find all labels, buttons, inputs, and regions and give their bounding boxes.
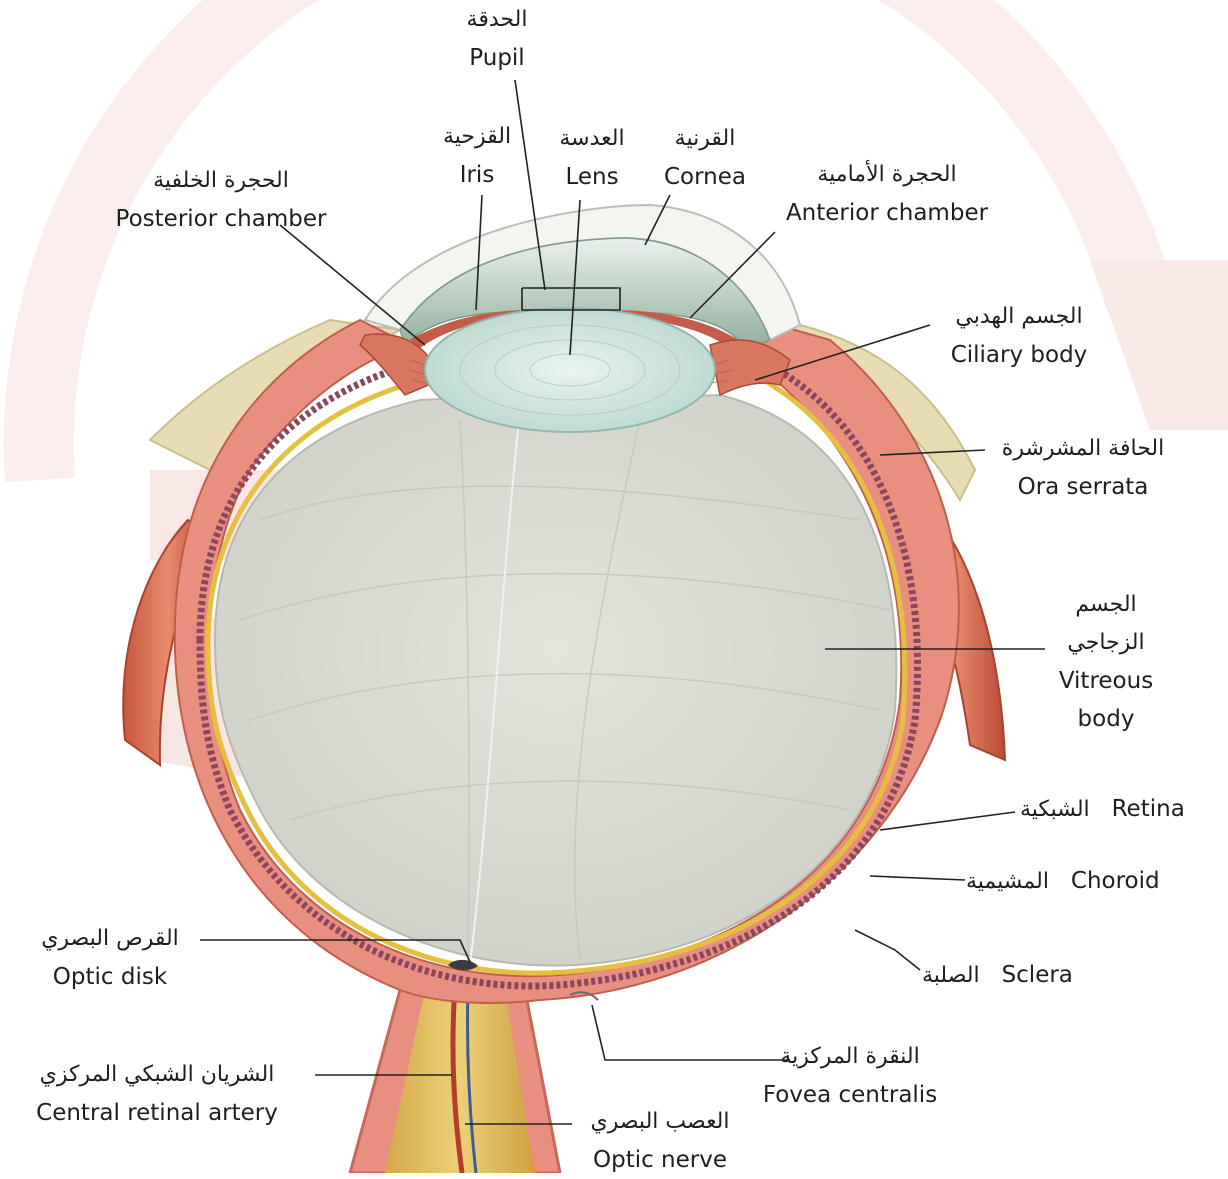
label-central-retinal-artery-ar: الشريان الشبكي المركزي [36, 1056, 278, 1094]
label-iris-en: Iris [443, 156, 511, 194]
label-vitreous-body-ar1: الجسم [1059, 586, 1153, 624]
label-iris-ar: القزحية [443, 118, 511, 156]
label-posterior-chamber-en: Posterior chamber [116, 200, 327, 238]
label-ora-serrata-en: Ora serrata [1002, 468, 1164, 506]
label-sclera-en: Sclera [1002, 962, 1073, 988]
label-choroid: المشيمية Choroid [966, 862, 1160, 901]
label-anterior-chamber-ar: الحجرة الأمامية [786, 156, 988, 194]
label-vitreous-body-en2: body [1059, 700, 1153, 738]
label-retina: الشبكية Retina [1020, 790, 1185, 829]
label-ora-serrata-ar: الحافة المشرشرة [1002, 430, 1164, 468]
label-pupil-en: Pupil [467, 39, 528, 77]
label-optic-disk-en: Optic disk [41, 958, 179, 996]
vitreous-body-shape [215, 395, 896, 966]
lens-shape [425, 308, 715, 432]
label-choroid-en: Choroid [1071, 868, 1160, 894]
label-cornea: القرنية Cornea [664, 120, 746, 196]
label-choroid-ar: المشيمية [966, 869, 1049, 894]
label-sclera: الصلبة Sclera [922, 956, 1073, 995]
label-cornea-en: Cornea [664, 158, 746, 196]
label-fovea-centralis-ar: النقرة المركزية [763, 1038, 937, 1076]
label-lens-ar: العدسة [559, 120, 624, 158]
label-retina-en: Retina [1112, 796, 1185, 822]
label-posterior-chamber-ar: الحجرة الخلفية [116, 162, 327, 200]
label-ora-serrata: الحافة المشرشرة Ora serrata [1002, 430, 1164, 506]
optic-nerve-shape [350, 985, 560, 1173]
label-optic-disk-ar: القرص البصري [41, 920, 179, 958]
label-fovea-centralis-en: Fovea centralis [763, 1076, 937, 1114]
label-central-retinal-artery-en: Central retinal artery [36, 1094, 278, 1132]
label-pupil-ar: الحدقة [467, 1, 528, 39]
label-lens: العدسة Lens [559, 120, 624, 196]
label-fovea-centralis: النقرة المركزية Fovea centralis [763, 1038, 937, 1114]
label-ciliary-body: الجسم الهدبي Ciliary body [951, 298, 1088, 374]
label-ciliary-body-en: Ciliary body [951, 336, 1088, 374]
label-sclera-ar: الصلبة [922, 963, 980, 988]
label-retina-ar: الشبكية [1020, 797, 1090, 822]
label-optic-nerve-en: Optic nerve [591, 1141, 730, 1179]
label-lens-en: Lens [559, 158, 624, 196]
label-anterior-chamber: الحجرة الأمامية Anterior chamber [786, 156, 988, 232]
label-optic-disk: القرص البصري Optic disk [41, 920, 179, 996]
label-vitreous-body: الجسم الزجاجي Vitreous body [1059, 586, 1153, 738]
label-iris: القزحية Iris [443, 118, 511, 194]
label-optic-nerve: العصب البصري Optic nerve [591, 1103, 730, 1179]
label-vitreous-body-en1: Vitreous [1059, 662, 1153, 700]
label-anterior-chamber-en: Anterior chamber [786, 194, 988, 232]
label-posterior-chamber: الحجرة الخلفية Posterior chamber [116, 162, 327, 238]
label-ciliary-body-ar: الجسم الهدبي [951, 298, 1088, 336]
label-central-retinal-artery: الشريان الشبكي المركزي Central retinal a… [36, 1056, 278, 1132]
label-pupil: الحدقة Pupil [467, 1, 528, 77]
label-optic-nerve-ar: العصب البصري [591, 1103, 730, 1141]
label-vitreous-body-ar2: الزجاجي [1059, 624, 1153, 662]
label-cornea-ar: القرنية [664, 120, 746, 158]
